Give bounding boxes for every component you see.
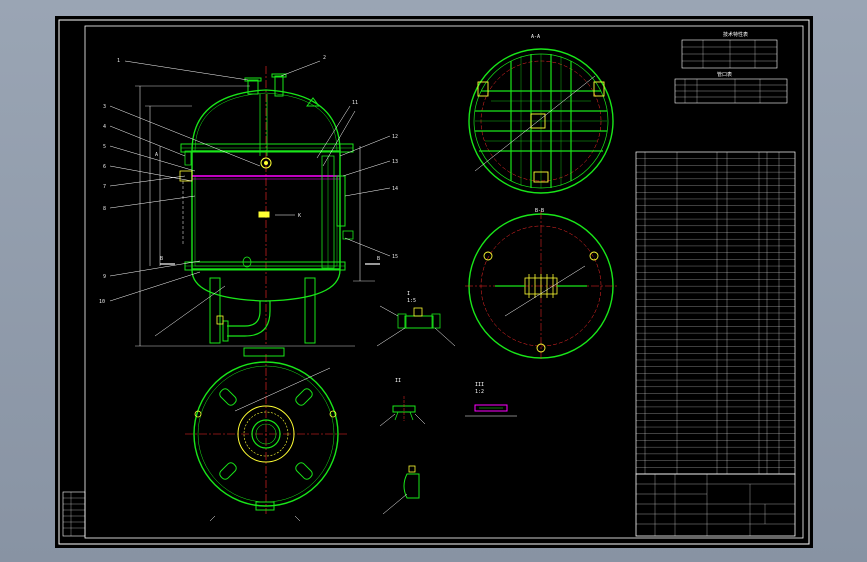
main-elevation-view: 1 2 3 4 5 6 7 8 9 10 11 12 13 14 15 A B … [99,55,398,347]
label-main-11: 11 [352,100,358,106]
bottom-plan-view [185,347,347,522]
nozzle-table-title: 管口表 [717,71,732,78]
tech-table-title: 技术特性表 [723,31,748,38]
detail-2-label: II [395,378,401,384]
pressure-vessel-drawing: 1 2 3 4 5 6 7 8 9 10 11 12 13 14 15 A B … [58,19,810,545]
detail-1-scale: 1:5 [407,298,416,304]
outer-frame [58,19,810,545]
label-main-13: 13 [392,159,398,165]
label-main-14: 14 [392,186,398,192]
detail-1-label: I [407,291,410,297]
label-main-3: 3 [103,104,106,110]
section-b-view: B-B [465,208,617,361]
detail-4-view [382,465,420,515]
section-a-label: A-A [531,34,540,40]
drawing-sheet: 1 2 3 4 5 6 7 8 9 10 11 12 13 14 15 A B … [55,16,813,548]
label-main-a: A [155,152,158,158]
tech-spec-table: 技术特性表 管口表 [674,31,788,104]
label-main-4: 4 [103,124,106,130]
label-main-7: 7 [103,184,106,190]
label-main-12: 12 [392,134,398,140]
label-main-10: 10 [99,299,105,305]
detail-3-view: III 1:2 [465,382,517,417]
label-main-k: K [298,213,301,219]
revision-block [62,491,86,537]
detail-3-scale: 1:2 [475,389,484,395]
label-main-9: 9 [103,274,106,280]
parts-list-table [635,151,796,475]
label-main-5: 5 [103,144,106,150]
label-main-15: 15 [392,254,398,260]
label-main-b-right: B [377,256,380,262]
detail-1-view: I 1:5 [376,291,456,347]
label-main-b-left: B [160,256,163,262]
label-main-1: 1 [117,58,120,64]
section-a-view: A-A [468,34,614,194]
inner-frame [84,25,804,539]
label-main-8: 8 [103,206,106,212]
detail-2-view: II [379,378,426,427]
label-main-2: 2 [323,55,326,61]
label-main-6: 6 [103,164,106,170]
title-block [635,473,796,537]
detail-3-label: III [475,382,484,388]
section-b-label: B-B [535,208,544,214]
